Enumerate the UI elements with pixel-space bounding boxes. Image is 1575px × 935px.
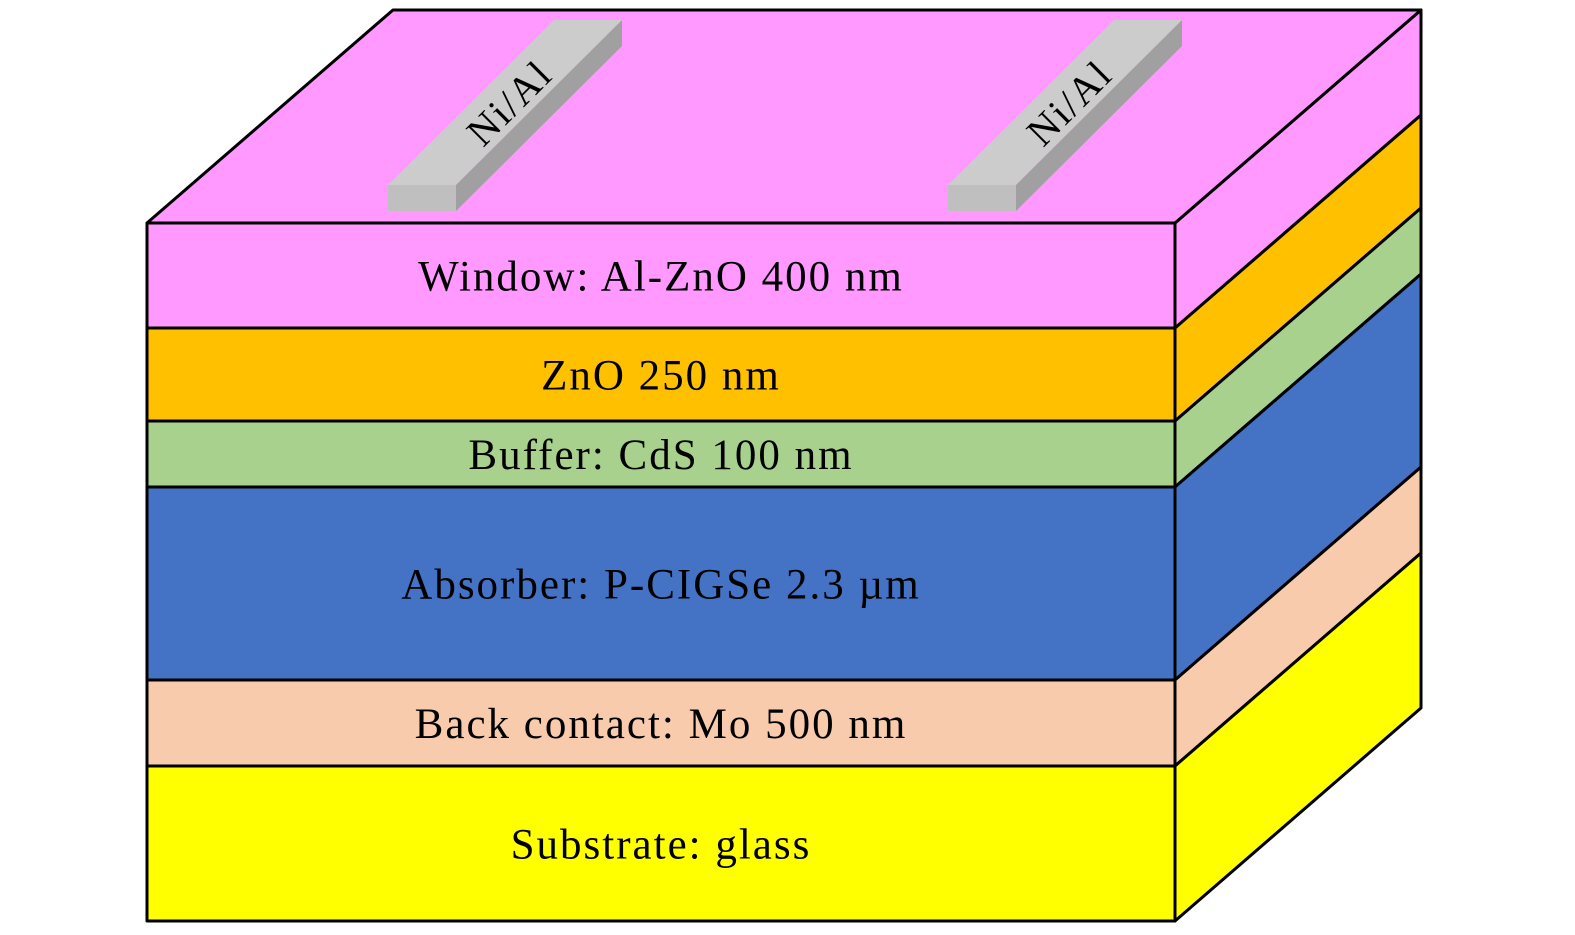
- contacts: [388, 20, 1182, 211]
- contact-side-face: [456, 20, 622, 211]
- front-face-substrate: [145, 764, 1177, 923]
- front-face-buffer: [145, 419, 1177, 489]
- layer-label-substrate: Substrate: glass: [511, 822, 812, 869]
- layer-label-back-contact: Back contact: Mo 500 nm: [415, 701, 908, 748]
- front-face-zno: [145, 326, 1177, 423]
- contact-front-face: [948, 185, 1016, 211]
- layer-label-buffer: Buffer: CdS 100 nm: [468, 432, 853, 479]
- front-faces: [145, 221, 1177, 923]
- contact-top-face: [388, 20, 622, 185]
- front-face-absorber: [145, 485, 1177, 682]
- layer-labels: Window: Al-ZnO 400 nm ZnO 250 nm Buffer:…: [401, 254, 920, 869]
- layer-label-window: Window: Al-ZnO 400 nm: [418, 254, 904, 301]
- layer-label-zno: ZnO 250 nm: [541, 353, 781, 400]
- side-faces: [1173, 8, 1423, 923]
- contact-front-face: [388, 185, 456, 211]
- contact-top-face: [948, 20, 1182, 185]
- front-face-back-contact: [145, 678, 1177, 768]
- layer-label-absorber: Absorber: P-CIGSe 2.3 µm: [401, 562, 920, 609]
- contact-side-face: [1016, 20, 1182, 211]
